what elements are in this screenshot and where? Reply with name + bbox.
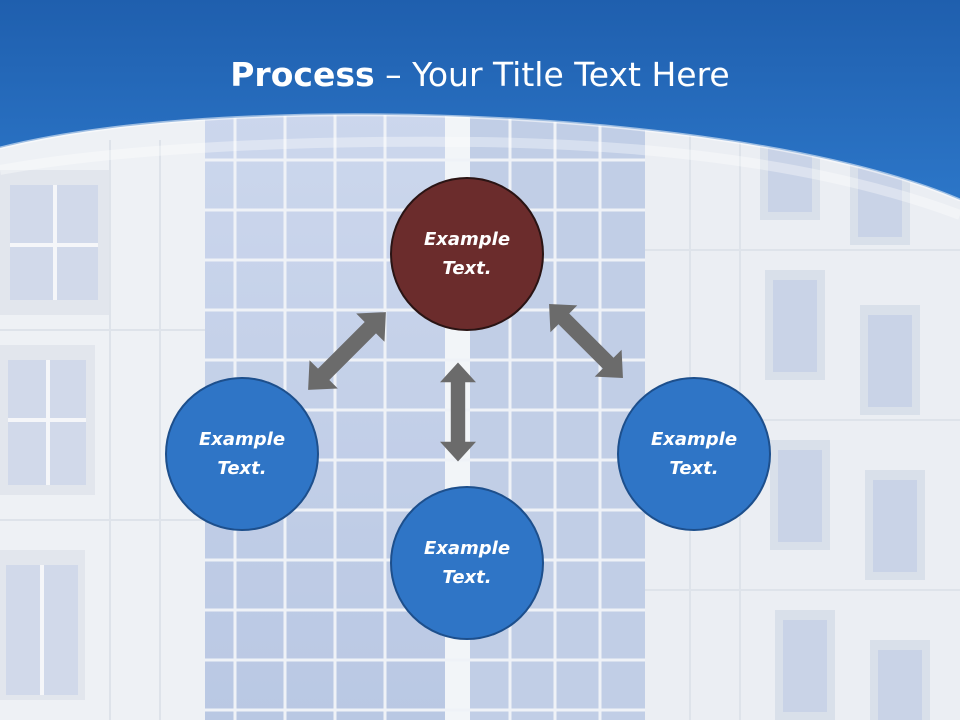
node-left[interactable]: Example Text. xyxy=(165,377,319,531)
title-rest: – Your Title Text Here xyxy=(374,55,730,94)
node-right[interactable]: Example Text. xyxy=(617,377,771,531)
node-right-text: Example Text. xyxy=(650,429,738,479)
slide-title: Process – Your Title Text Here xyxy=(0,52,960,98)
node-bottom[interactable]: Example Text. xyxy=(390,486,544,640)
node-bottom-text: Example Text. xyxy=(423,538,511,588)
node-top-text: Example Text. xyxy=(423,229,511,279)
title-bold: Process xyxy=(230,55,375,94)
node-left-text: Example Text. xyxy=(198,429,286,479)
node-top[interactable]: Example Text. xyxy=(390,177,544,331)
